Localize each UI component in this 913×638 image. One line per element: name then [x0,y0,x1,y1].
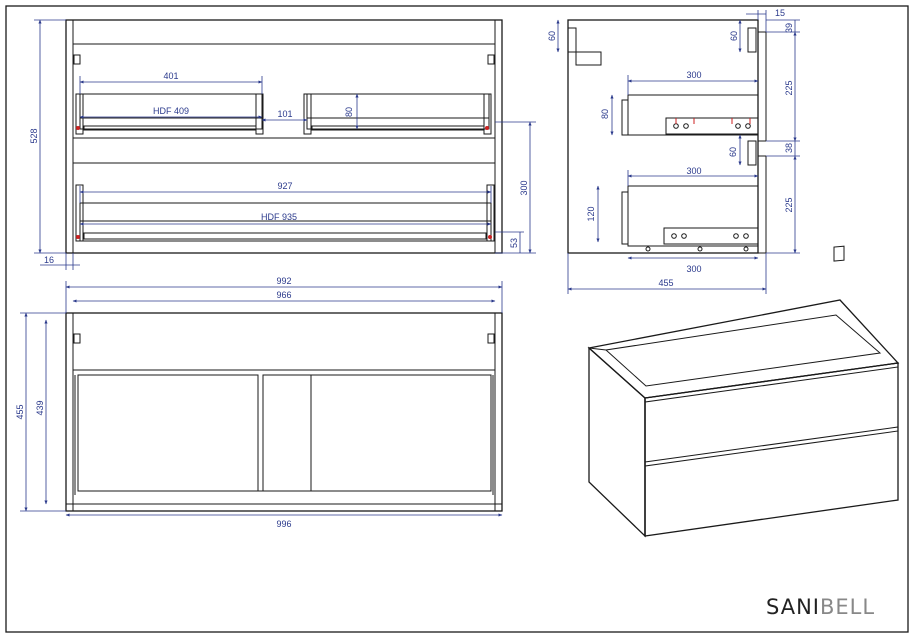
dim-side-drawer-height-bottom: 120 [586,206,596,221]
dim-upper-height: 225 [784,80,794,95]
dim-hdf-bottom: HDF 935 [261,212,297,222]
dim-bottom-width: 996 [276,519,291,529]
dim-outer-width: 992 [276,276,291,286]
front-cabinet-outline [65,19,503,254]
front-view: 528 401 HDF 409 101 80 927 HDF 935 300 5… [29,19,536,270]
dim-front-height: 528 [29,128,39,143]
sheet-border [5,5,909,633]
dim-slide-length-base: 300 [686,264,701,274]
dim-depth: 455 [658,278,673,288]
dim-slide-length-bottom: 300 [686,166,701,176]
dim-lower-height: 225 [784,197,794,212]
plan-right-compartment [310,374,492,492]
iso-drawer-divider [644,426,899,467]
side-upper-drawer [627,94,759,136]
plan-view: 992 966 455 439 996 [15,276,503,529]
dim-gap: 101 [277,109,292,119]
dim-side-top-offset-right: 60 [729,31,739,41]
dim-drawer-spacing: 300 [519,180,529,195]
dim-slide-length-top: 300 [686,70,701,80]
dim-side-drawer-height-top: 80 [600,109,610,119]
dim-bracket-offset: 60 [728,147,738,157]
plan-left-compartment [77,374,259,492]
side-cabinet-outline [567,19,759,254]
bottom-drawer [79,202,492,242]
brand-logo: SANIBELL [766,595,875,619]
isometric-view [587,245,900,538]
dim-top-gap: 39 [784,23,794,33]
brand-part-1: SANI [766,595,820,619]
dim-drawer-width-bottom: 927 [277,181,292,191]
dim-mid-gap: 38 [784,143,794,153]
dim-bottom-offset: 53 [509,238,519,248]
top-right-drawer [306,93,490,130]
dim-back-offset: 15 [775,8,785,18]
dim-side-top-offset-left: 60 [547,31,557,41]
dim-side-thickness: 16 [44,255,54,265]
dim-plan-height-outer: 455 [15,404,25,419]
top-left-drawer [79,93,263,130]
dim-top-drawer-height: 80 [344,107,354,117]
brand-part-2: BELL [820,595,875,619]
plan-cabinet-outline [65,312,503,512]
side-view: 60 60 15 39 225 38 225 300 80 60 [547,8,800,294]
dim-inner-width: 966 [276,290,291,300]
dim-drawer-width-top: 401 [163,71,178,81]
dim-hdf-top: HDF 409 [153,106,189,116]
dim-plan-height-inner: 439 [35,400,45,415]
